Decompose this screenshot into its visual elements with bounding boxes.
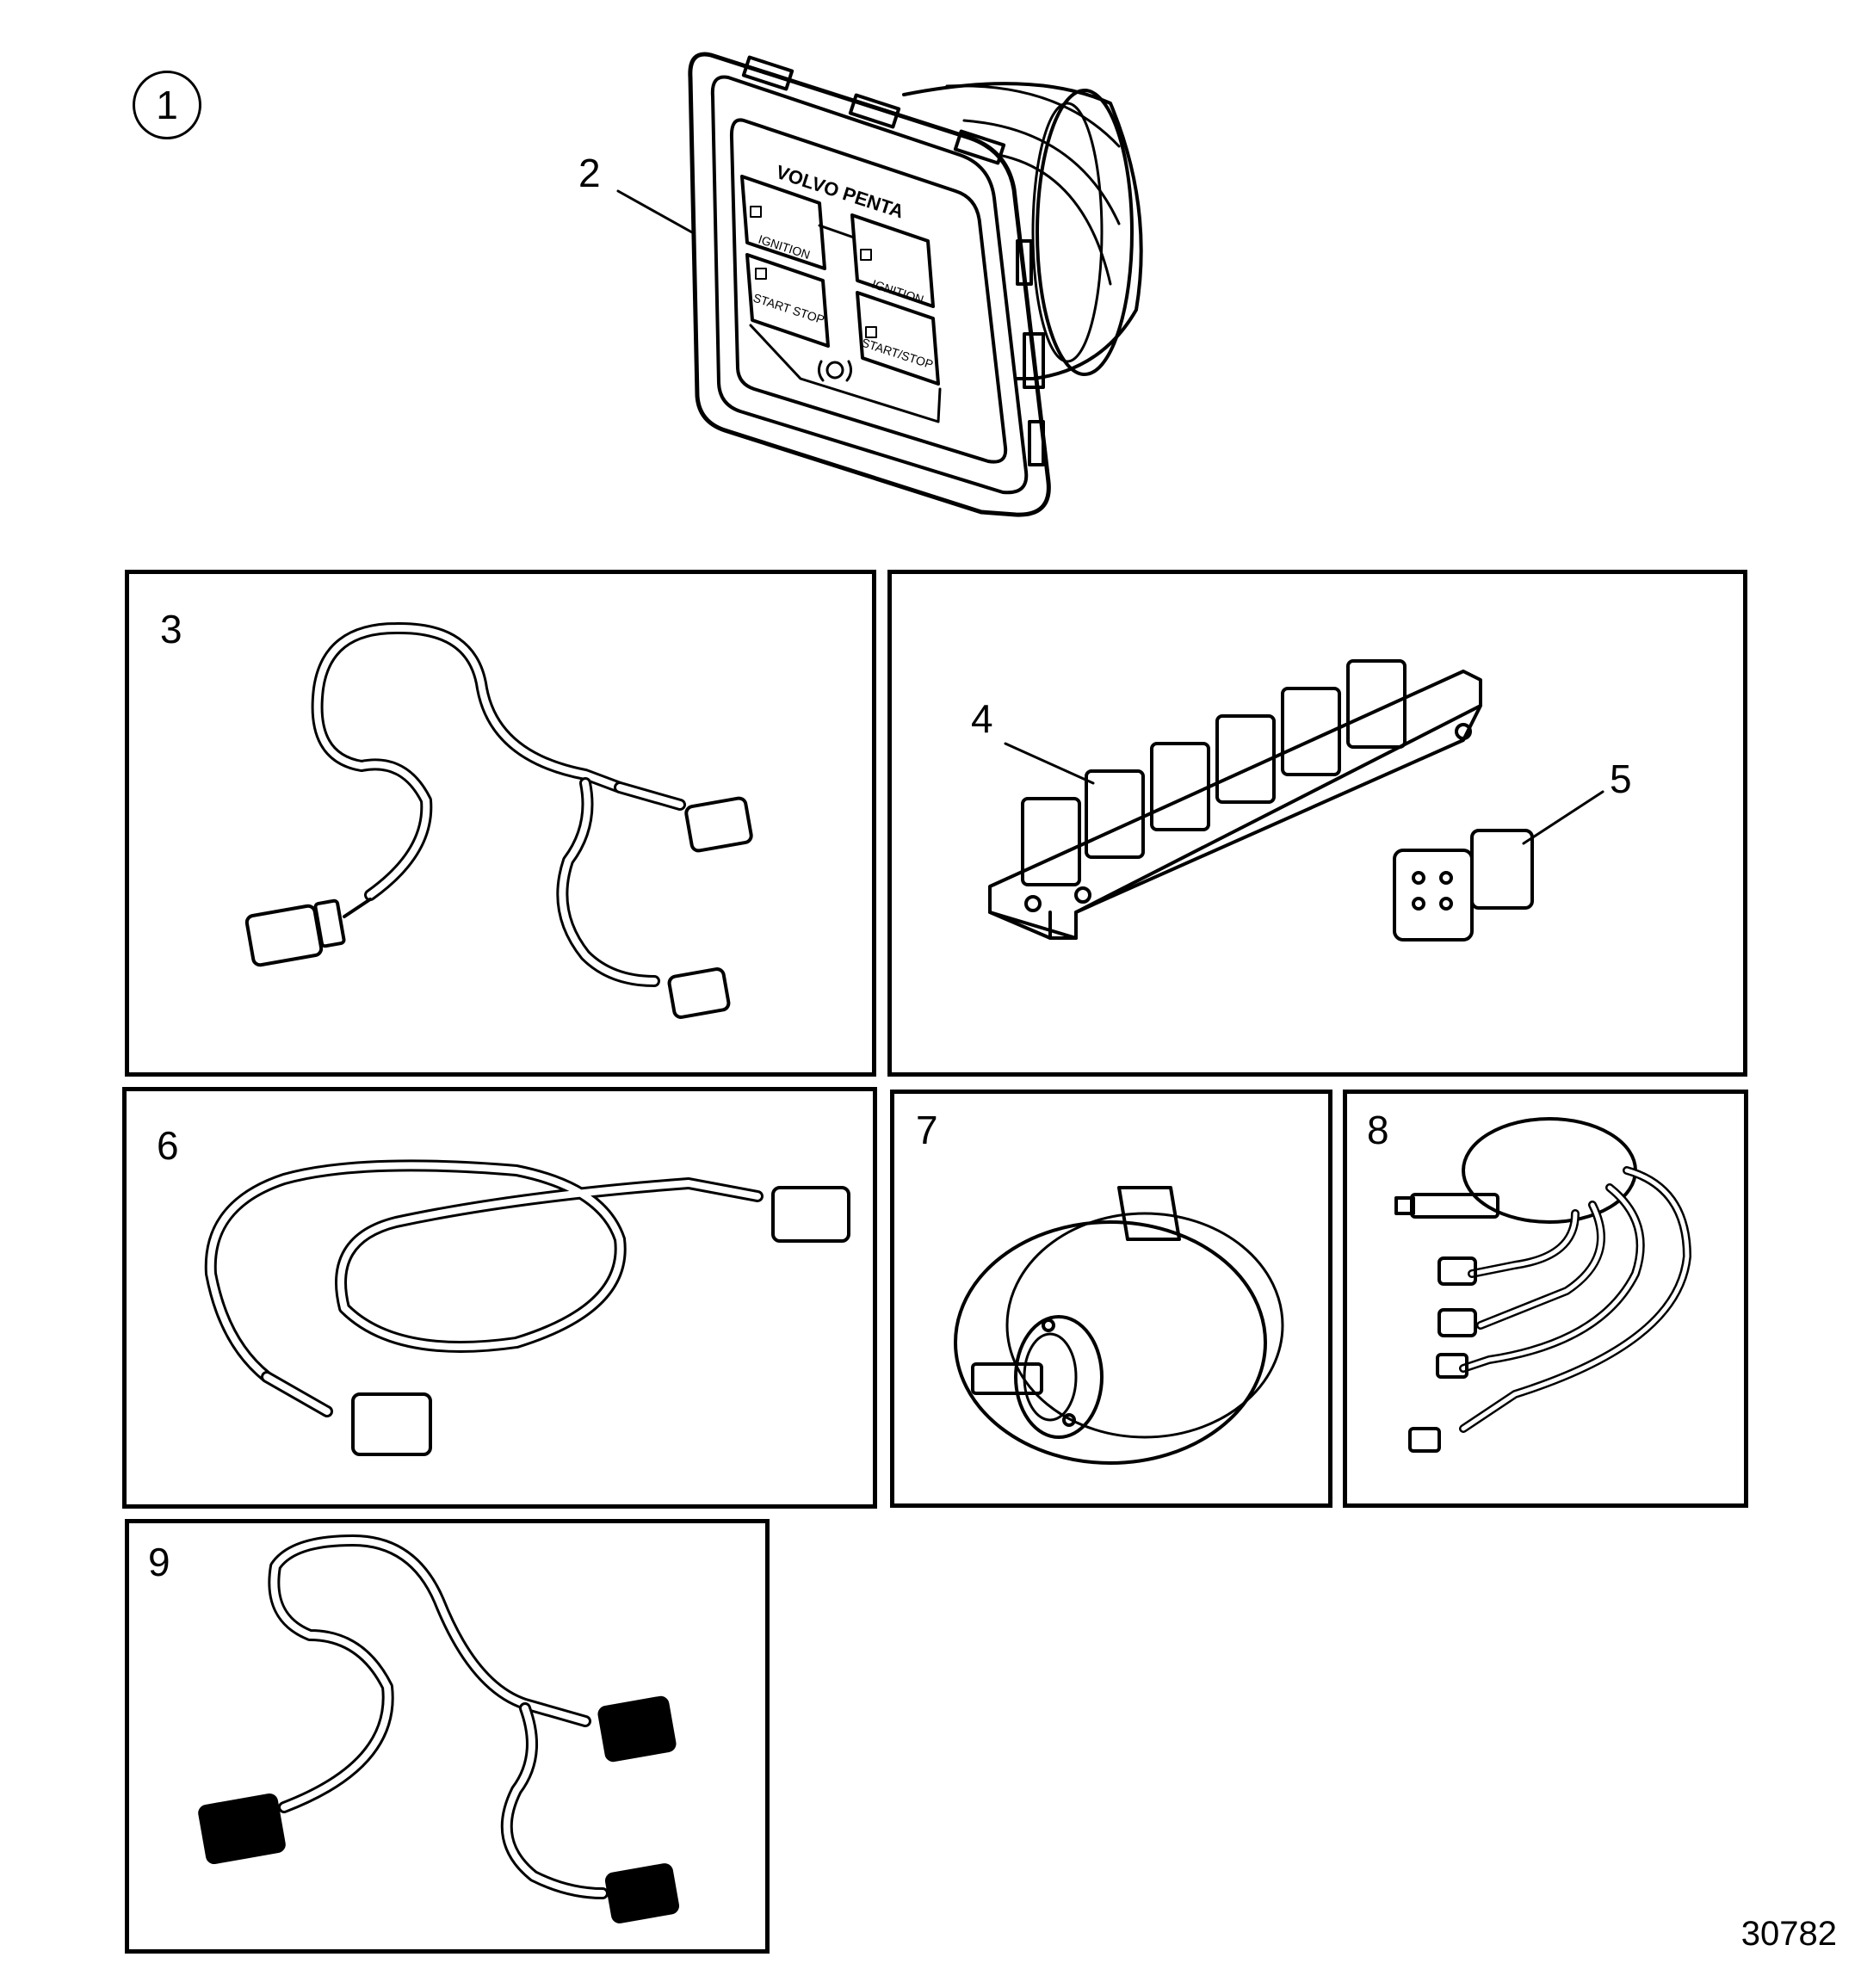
panel-right-bottom-label: START/STOP xyxy=(860,336,935,372)
harness-6-illustration xyxy=(204,1159,850,1456)
callout-5: 5 xyxy=(1610,756,1632,801)
panel-right-top-label: IGNITION xyxy=(870,277,925,306)
callout-2: 2 xyxy=(578,151,601,195)
callout-9: 9 xyxy=(148,1540,170,1584)
callout-3: 3 xyxy=(160,607,182,651)
callout-1: 1 xyxy=(133,71,201,139)
connector-block-illustration xyxy=(988,659,1534,942)
switch-7-illustration xyxy=(954,1186,1284,1465)
callout-8: 8 xyxy=(1367,1108,1389,1152)
callout-1-label: 1 xyxy=(156,83,178,127)
callout-4: 4 xyxy=(971,696,993,741)
box-harness-6 xyxy=(122,1087,877,1509)
panel-brand: VOLVO PENTA xyxy=(773,161,906,223)
box-switch-7 xyxy=(890,1090,1332,1508)
callout-6: 6 xyxy=(157,1123,179,1168)
callout-7: 7 xyxy=(916,1108,938,1152)
document-number: 30782 xyxy=(1740,1915,1837,1953)
harness-9-illustration xyxy=(198,1534,680,1923)
switch-8-illustration xyxy=(1394,1117,1691,1453)
box-harness-3 xyxy=(125,570,876,1077)
control-panel-illustration xyxy=(688,52,1143,517)
harness-3-illustration xyxy=(244,621,753,1019)
box-connector-block-4-5 xyxy=(887,570,1747,1077)
panel-left-top-label: IGNITION xyxy=(757,232,812,262)
panel-left-bottom-label: START STOP xyxy=(751,291,826,327)
